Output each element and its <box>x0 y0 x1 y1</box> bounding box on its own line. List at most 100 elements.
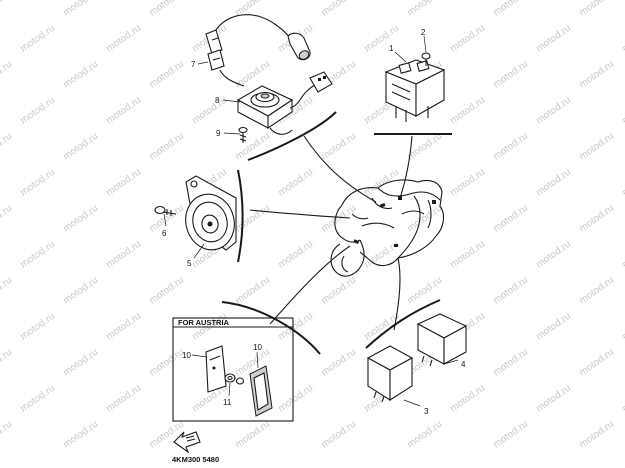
callout-4: 4 <box>461 360 466 369</box>
watermark-text: motod.ru <box>276 239 315 271</box>
callout-11: 11 <box>223 398 232 407</box>
watermark-text: motod.ru <box>147 131 186 163</box>
watermark-text: motod.ru <box>18 167 57 199</box>
watermark-text: motod.ru <box>61 59 100 91</box>
watermark-text: motod.ru <box>61 347 100 379</box>
watermark-text: motod.ru <box>147 0 186 18</box>
watermark-text: motod.ru <box>577 203 616 235</box>
watermark-text: motod.ru <box>362 167 401 199</box>
kit-box-title: FOR AUSTRIA <box>178 318 230 327</box>
watermark-text: motod.ru <box>18 23 57 55</box>
watermark-text: motod.ru <box>620 23 625 55</box>
watermark-text: motod.ru <box>577 275 616 307</box>
callout-leaders <box>163 35 459 407</box>
watermark-text: motod.ru <box>0 347 14 379</box>
watermark-text: motod.ru <box>61 275 100 307</box>
watermark-text: motod.ru <box>0 203 14 235</box>
watermark-text: motod.ru <box>577 347 616 379</box>
watermark-text: motod.ru <box>577 0 616 18</box>
watermark-text: motod.ru <box>620 167 625 199</box>
watermark-text: motod.ru <box>405 0 444 18</box>
watermark-text: motod.ru <box>319 131 358 163</box>
watermark-text: motod.ru <box>491 131 530 163</box>
watermark-text: motod.ru <box>104 239 143 271</box>
watermark-text: motod.ru <box>0 275 14 307</box>
callout-numbers: 1 2 3 4 5 6 7 8 9 10 10 11 <box>162 28 466 416</box>
watermark-text: motod.ru <box>61 131 100 163</box>
watermark-text: motod.ru <box>61 0 100 18</box>
watermark-text: motod.ru <box>577 419 616 451</box>
watermark-text: motod.ru <box>448 239 487 271</box>
motorcycle-outline <box>330 179 445 277</box>
watermark-text: motod.ru <box>491 203 530 235</box>
watermark-text: motod.ru <box>276 167 315 199</box>
watermark-text: motod.ru <box>534 167 573 199</box>
watermark-text: motod.ru <box>319 0 358 18</box>
callout-2: 2 <box>421 28 426 37</box>
drawing-code: 4KM300 5480 <box>172 455 219 464</box>
front-arrow-icon <box>173 431 201 454</box>
watermark-text: motod.ru <box>104 383 143 415</box>
watermark-text: motod.ru <box>276 383 315 415</box>
watermark-text: motod.ru <box>233 419 272 451</box>
watermark-text: motod.ru <box>405 203 444 235</box>
starter-relay <box>384 52 446 122</box>
watermark-text: motod.ru <box>620 95 625 127</box>
watermark-text: motod.ru <box>577 131 616 163</box>
watermark-text: motod.ru <box>448 95 487 127</box>
watermark-text: motod.ru <box>362 311 401 343</box>
watermark-text: motod.ru <box>405 419 444 451</box>
horn <box>154 175 237 251</box>
watermark-text: motod.ru <box>620 239 625 271</box>
watermark-text: motod.ru <box>577 59 616 91</box>
watermark-text: motod.ru <box>362 23 401 55</box>
watermark-text: motod.ru <box>18 311 57 343</box>
watermark-text: motod.ru <box>61 203 100 235</box>
watermark-text: motod.ru <box>620 311 625 343</box>
callout-3: 3 <box>424 407 429 416</box>
watermark-text: motod.ru <box>61 419 100 451</box>
callout-7: 7 <box>191 60 196 69</box>
callout-10-left: 10 <box>182 351 191 360</box>
watermark-text: motod.ru <box>0 0 14 18</box>
watermark-text: motod.ru <box>534 311 573 343</box>
austria-kit-box <box>172 317 294 422</box>
watermark-text: motod.ru <box>147 59 186 91</box>
group-brackets <box>221 111 452 355</box>
control-units <box>366 313 468 403</box>
watermark-text: motod.ru <box>491 347 530 379</box>
watermark-text: motod.ru <box>18 383 57 415</box>
watermark-text: motod.ru <box>491 0 530 18</box>
watermark-text: motod.ru <box>534 95 573 127</box>
watermark-text: motod.ru <box>448 383 487 415</box>
callout-1: 1 <box>389 44 394 53</box>
watermark-text: motod.ru <box>147 347 186 379</box>
watermark-text: motod.ru <box>491 59 530 91</box>
watermark-text: motod.ru <box>147 203 186 235</box>
watermark-text: motod.ru <box>104 95 143 127</box>
watermark-text: motod.ru <box>0 59 14 91</box>
watermark-text: motod.ru <box>0 131 14 163</box>
watermark-text: motod.ru <box>534 239 573 271</box>
watermark-text: motod.ru <box>233 59 272 91</box>
fuel-unit-assembly <box>205 14 333 143</box>
watermark-text: motod.ru <box>18 239 57 271</box>
watermark-text: motod.ru <box>534 23 573 55</box>
callout-6: 6 <box>162 229 167 238</box>
watermark-text: motod.ru <box>491 419 530 451</box>
watermark-text: motod.ru <box>319 275 358 307</box>
watermark-text: motod.ru <box>620 383 625 415</box>
watermark-text: motod.ru <box>534 383 573 415</box>
watermark-text: motod.ru <box>147 275 186 307</box>
watermark-text: motod.ru <box>0 419 14 451</box>
watermark-text: motod.ru <box>319 347 358 379</box>
watermark-text: motod.ru <box>190 95 229 127</box>
group-leaders <box>249 135 413 331</box>
callout-5: 5 <box>187 259 192 268</box>
watermark-text: motod.ru <box>233 275 272 307</box>
callout-8: 8 <box>215 96 220 105</box>
watermark-text: motod.ru <box>319 419 358 451</box>
callout-9: 9 <box>216 129 221 138</box>
